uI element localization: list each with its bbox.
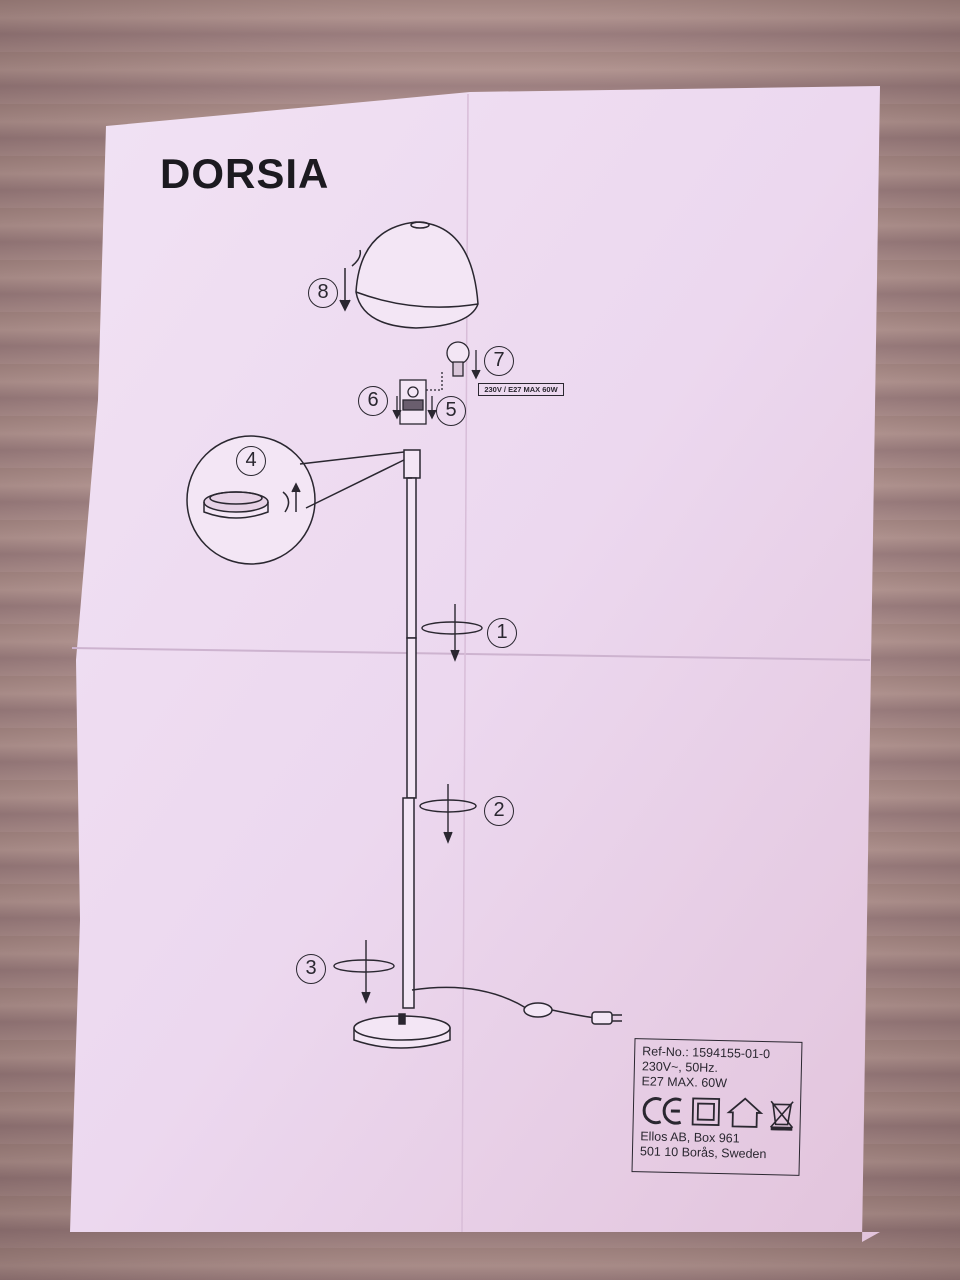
step-3-label: 3 bbox=[296, 954, 326, 984]
step-7-label: 7 bbox=[484, 346, 514, 376]
product-info-box: Ref-No.: 1594155-01-0 230V~, 50Hz. E27 M… bbox=[631, 1038, 803, 1176]
indoor-use-icon bbox=[726, 1097, 764, 1128]
step-1-label: 1 bbox=[487, 618, 517, 648]
product-title: DORSIA bbox=[160, 150, 330, 197]
double-insulation-icon bbox=[691, 1097, 721, 1126]
step-6-label: 6 bbox=[358, 386, 388, 416]
bulb-spec-label: 230V / E27 MAX 60W bbox=[478, 383, 564, 396]
bulb-max-text: E27 MAX. 60W bbox=[641, 1074, 728, 1091]
bulb-drawing bbox=[425, 341, 481, 391]
step-8-label: 8 bbox=[308, 278, 338, 308]
lamp-shade-drawing bbox=[339, 221, 479, 329]
weee-bin-icon bbox=[769, 1100, 794, 1131]
socket-drawing bbox=[392, 379, 437, 425]
ce-mark-icon bbox=[642, 1097, 682, 1125]
step-4-label: 4 bbox=[236, 446, 266, 476]
step-5-label: 5 bbox=[436, 396, 466, 426]
company-address: 501 10 Borås, Sweden bbox=[639, 1144, 767, 1162]
lamp-pole-drawing bbox=[402, 449, 421, 1009]
certification-marks bbox=[641, 1093, 801, 1131]
fold-line-horizontal bbox=[71, 647, 871, 661]
step-2-label: 2 bbox=[484, 796, 514, 826]
ring-detail-drawing bbox=[186, 435, 409, 565]
lamp-base-drawing bbox=[353, 986, 622, 1049]
rotation-arrows bbox=[333, 604, 483, 1004]
